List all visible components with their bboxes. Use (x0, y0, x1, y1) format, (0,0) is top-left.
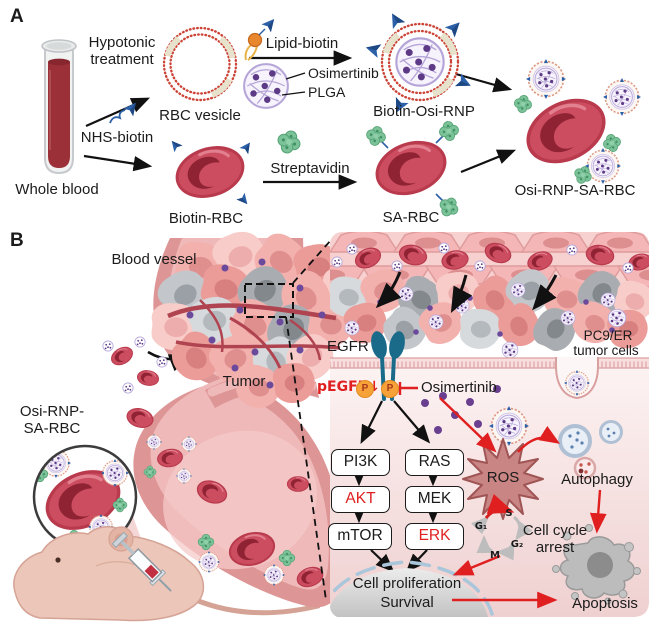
extravasation-arrows (375, 271, 558, 313)
rbc-vesicle-icon (162, 26, 238, 102)
inset-panel (330, 232, 649, 617)
autophagy-label: Autophagy (561, 471, 633, 488)
red-effect-arrows (439, 397, 607, 609)
inhibition-bar (398, 382, 418, 395)
autophagy-vesicles-icon (558, 420, 623, 480)
osimertinib-legend-label: Osimertinib (308, 65, 379, 81)
apoptotic-cell-icon (552, 524, 641, 605)
mek-box: MEK (405, 486, 464, 513)
ros-label: ROS (486, 469, 520, 486)
pathway-arrows (351, 400, 441, 573)
biotin-rbc-icon (167, 136, 255, 208)
tumor-illustration (149, 225, 369, 415)
rbc-icon (286, 475, 310, 493)
hypotonic-label-1: Hypotonic (88, 34, 156, 51)
osi-rnp-sa-rbc-icon (512, 59, 641, 187)
survival-label: Survival (380, 594, 434, 611)
apoptosis-label: Apoptosis (572, 595, 638, 612)
zoom-dashed-lines (285, 239, 332, 601)
osimertinib-molecule (186, 258, 326, 389)
panel-a-arrows (83, 50, 517, 190)
egfr-label: EGFR (327, 338, 369, 355)
cycle-m-label: M (490, 550, 500, 561)
mtor-box: mTOR (328, 523, 392, 550)
phospho-badge: P (381, 380, 399, 398)
whole-blood-label: Whole blood (15, 181, 99, 198)
osi-rnp-sa-rbc-label: Osi-RNP-SA-RBC (514, 182, 636, 199)
plga-legend-label: PLGA (308, 84, 346, 100)
streptavidin-label: Streptavidin (270, 160, 350, 177)
tumor-vasculature (167, 299, 341, 369)
cell-cycle-label-1: Cell cycle (522, 522, 588, 539)
ras-box: RAS (405, 449, 464, 476)
nhs-biotin-label: NHS-biotin (80, 129, 154, 146)
panel-a-art (41, 10, 641, 221)
rbc-vesicle-label: RBC vesicle (159, 107, 241, 124)
pc9-label-1: PC9/ER (583, 328, 633, 343)
whole-blood-tube-icon (41, 39, 77, 175)
hypotonic-label-2: treatment (90, 51, 154, 68)
lipid-biotin-label: Lipid-biotin (265, 35, 339, 52)
plga-nanoparticle-icon (243, 63, 306, 109)
syringe-icon (111, 531, 172, 592)
nanoparticle-icon (501, 341, 519, 359)
lipid-biotin-icon (244, 15, 279, 61)
erk-box: ERK (405, 523, 464, 550)
carrier-label-1: Osi-RNP- (19, 403, 85, 420)
cycle-s-label: S (505, 508, 513, 519)
pi3k-box: PI3K (331, 449, 390, 476)
carrier-label-2: SA-RBC (23, 420, 81, 437)
biotin-osi-rnp-label: Biotin-Osi-RNP (373, 103, 475, 120)
cell-cycle-icon (470, 494, 533, 561)
sa-rbc-icon (363, 119, 463, 221)
biotin-rbc-label: Biotin-RBC (168, 210, 244, 227)
cell-membrane (330, 357, 649, 369)
biotin-osi-rnp-icon (364, 10, 474, 116)
phospho-badge: P (356, 380, 374, 398)
mouse-eye (55, 557, 61, 563)
cycle-g1-label: G₁ (474, 521, 488, 532)
streptavidin-icon (274, 127, 304, 157)
sa-rbc-label: SA-RBC (382, 209, 440, 226)
tumor-label: Tumor (222, 373, 266, 390)
cycle-g2-label: G₂ (510, 539, 524, 550)
nucleus-dome (330, 560, 494, 617)
panel-a-label: A (10, 6, 24, 27)
cell-cycle-label-2: arrest (535, 539, 575, 556)
nanoparticle-icon (607, 308, 627, 328)
mouse-tail (193, 597, 321, 616)
panel-b-left-art (13, 225, 369, 622)
endocytosis-pouch (555, 357, 599, 400)
ros-burst-icon (462, 438, 544, 520)
zoom-dashed-box (244, 283, 294, 318)
proliferation-label: Cell proliferation (352, 575, 462, 592)
akt-box: AKT (331, 486, 390, 513)
pc9-label-2: tumor cells (573, 343, 639, 358)
rbc-icon (135, 367, 161, 389)
osimertinib-label: Osimertinib (421, 379, 497, 396)
nhs-biotin-icon (109, 99, 141, 124)
cycle-arrest-arrow (484, 494, 515, 520)
blood-vessel-label: Blood vessel (111, 251, 197, 268)
panel-b-label: B (10, 230, 24, 251)
